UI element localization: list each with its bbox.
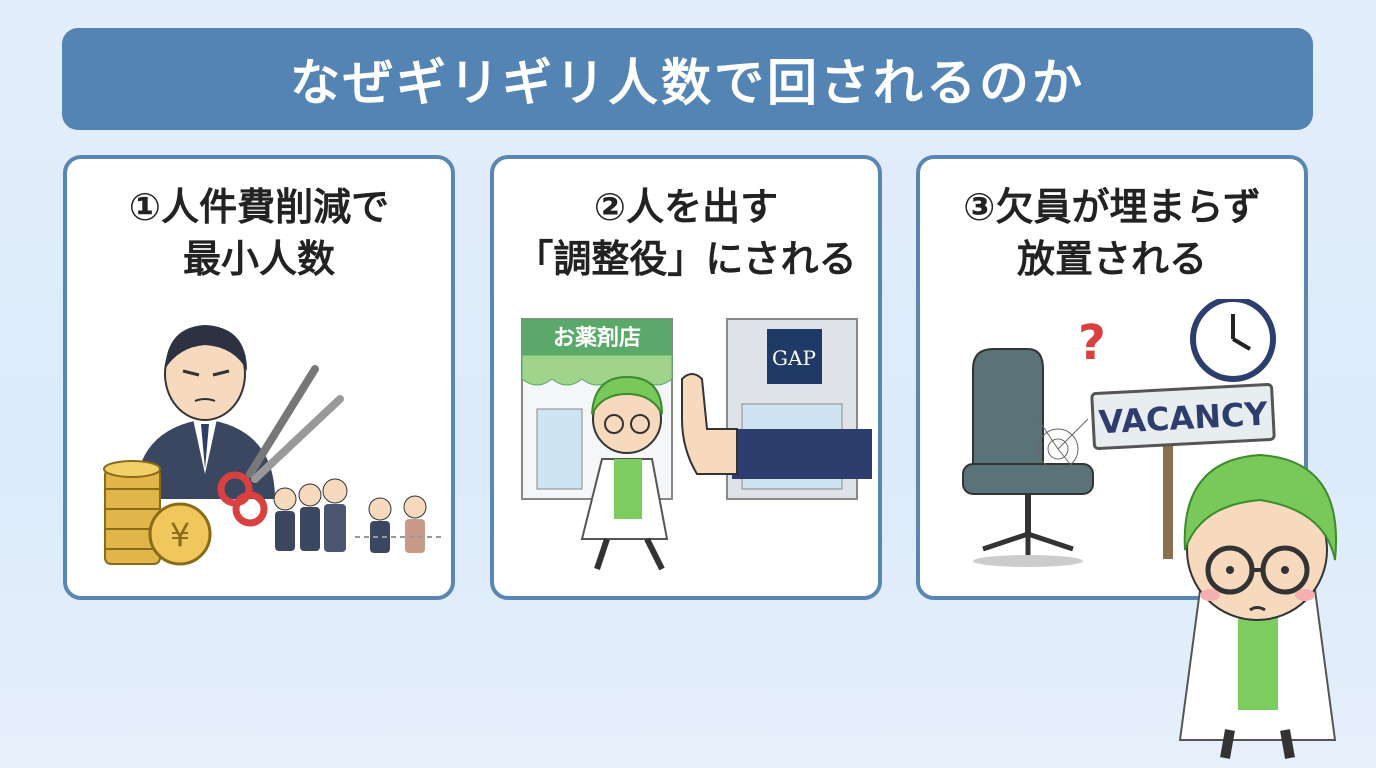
card-2-title: ②人を出す 「調整役」にされる	[494, 181, 878, 285]
card-2-title-line2: 「調整役」にされる	[515, 237, 857, 281]
empty-chair-icon	[962, 348, 1094, 567]
pharmacist-mascot	[1178, 453, 1337, 759]
vacancy-label: VACANCY	[1098, 395, 1270, 442]
gap-sign: GAP	[772, 346, 816, 370]
pharmacist-figure	[580, 375, 669, 571]
page-title: なぜギリギリ人数で回されるのか	[290, 54, 1085, 112]
title-banner: なぜギリギリ人数で回されるのか	[62, 28, 1313, 130]
reason-card-2: ②人を出す 「調整役」にされる お薬剤店 GAP	[490, 155, 882, 600]
reason-card-3: ③欠員が埋まらず 放置される ?	[916, 155, 1308, 600]
card-1-title: ①人件費削減で 最小人数	[67, 181, 451, 285]
svg-text:¥: ¥	[170, 516, 190, 554]
scissors-icon	[217, 365, 344, 527]
pharmacy-sign: お薬剤店	[553, 325, 641, 351]
reason-card-1: ①人件費削減で 最小人数	[63, 155, 455, 600]
pushing-hand-icon	[681, 373, 872, 479]
vacancy-sign-icon: VACANCY	[1090, 383, 1276, 559]
question-mark-icon: ?	[1078, 315, 1106, 371]
card-3-title: ③欠員が埋まらず 放置される	[920, 181, 1304, 285]
clock-icon	[1190, 299, 1276, 382]
cobweb-icon	[1037, 418, 1089, 475]
card-3-title-line2: 放置される	[1016, 237, 1207, 281]
coordinator-illustration: お薬剤店 GAP	[521, 318, 872, 571]
manager-figure	[135, 325, 275, 499]
card-1-title-line1: ①人件費削減で	[128, 185, 390, 229]
cost-cut-illustration: ¥	[103, 325, 445, 566]
card-3-title-line1: ③欠員が埋まらず	[963, 185, 1261, 229]
card-1-title-line2: 最小人数	[182, 237, 335, 281]
staff-group-icon	[273, 478, 445, 553]
coin-stack-icon: ¥	[103, 460, 212, 566]
vacancy-illustration: ? VACANCY	[962, 299, 1276, 567]
card-2-title-line1: ②人を出す	[593, 185, 779, 229]
